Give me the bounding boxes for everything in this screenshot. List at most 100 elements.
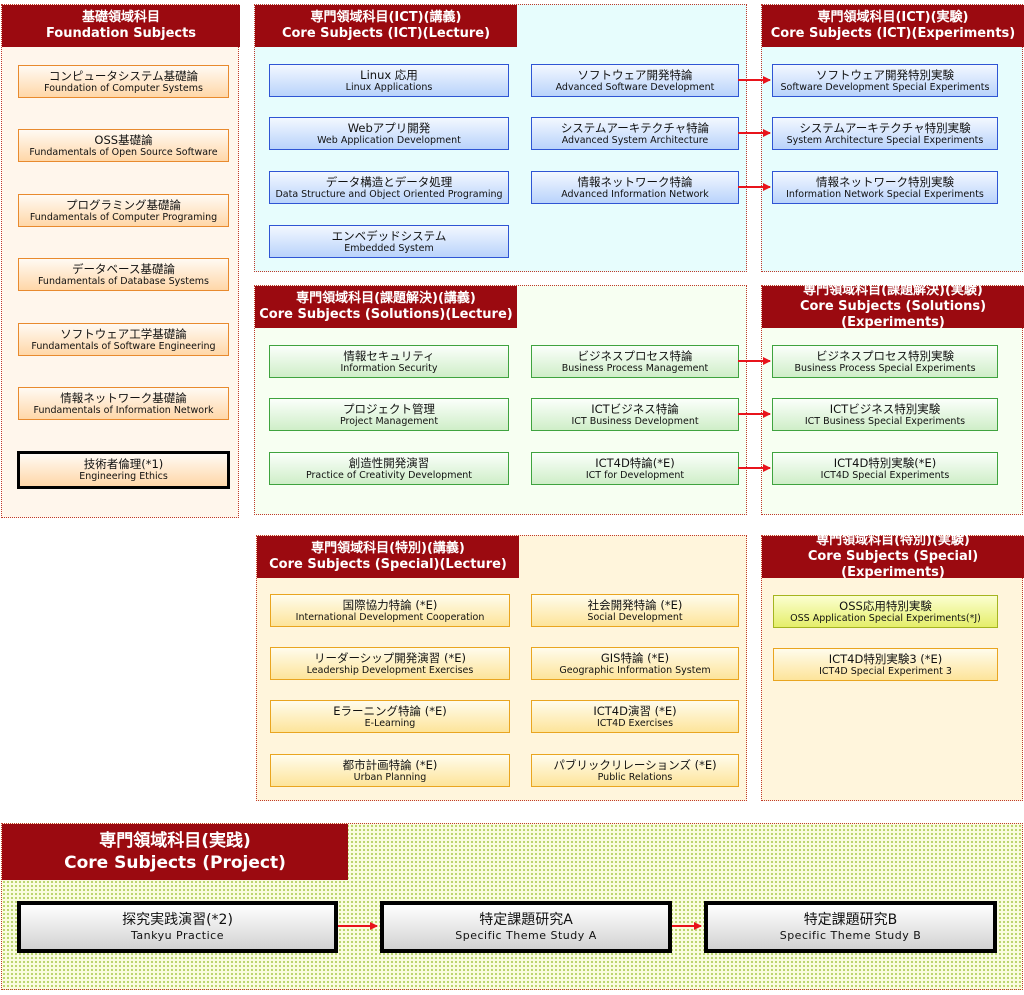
course-ja: リーダーシップ開発演習 (*E) [314, 650, 466, 665]
course-en: System Architecture Special Experiments [786, 134, 984, 146]
course-en: Business Process Management [561, 362, 709, 374]
course-ja: 情報セキュリティ [343, 348, 435, 363]
header-en: Core Subjects (Solutions)(Experiments) [799, 299, 987, 330]
course-ja: 特定課題研究A [479, 912, 573, 928]
spe-lecture-header: 専門領域科目(特別)(講義) Core Subjects (Special)(L… [257, 536, 519, 578]
sol-exp-header: 専門領域科目(課題解決)(実験) Core Subjects (Solution… [762, 283, 1024, 330]
course-ja: データベース基礎論 [72, 261, 175, 276]
course-ja: ソフトウェア開発特別実験 [816, 67, 954, 82]
course-tankyu: 探究実践演習(*2) Tankyu Practice [17, 901, 338, 953]
course-en: Information Security [340, 362, 438, 374]
course-architecture-exp: システムアーキテクチャ特別実験 System Architecture Spec… [772, 117, 998, 150]
course-ja: システムアーキテクチャ特論 [560, 120, 710, 135]
course-en: Geographic Information System [559, 664, 711, 676]
header-en: Core Subjects (Special)(Lecture) [269, 557, 507, 572]
course-en: Urban Planning [353, 771, 427, 783]
course-data-structure: データ構造とデータ処理 Data Structure and Object Or… [269, 171, 509, 204]
course-network-exp: 情報ネットワーク特別実験 Information Network Special… [772, 171, 998, 204]
course-en: Specific Theme Study A [455, 929, 597, 942]
course-en: Fundamentals of Open Source Software [29, 146, 218, 158]
course-adv-software: ソフトウェア開発特論 Advanced Software Development [531, 64, 739, 97]
header-en: Core Subjects (Project) [64, 853, 286, 873]
course-social-development: 社会開発特論 (*E) Social Development [531, 594, 739, 627]
course-ja: ICTビジネス特別実験 [829, 401, 941, 416]
header-ja: 専門領域科目(ICT)(実験) [817, 10, 969, 25]
header-ja: 専門領域科目(課題解決)(講義) [296, 291, 476, 306]
course-ja: 創造性開発演習 [348, 455, 430, 470]
course-creativity: 創造性開発演習 Practice of Creativity Developme… [269, 452, 509, 485]
header-en: Core Subjects (Special)(Experiments) [807, 549, 979, 580]
course-ja: 社会開発特論 (*E) [587, 597, 683, 612]
course-software-exp: ソフトウェア開発特別実験 Software Development Specia… [772, 64, 998, 97]
sol-exp-panel: 専門領域科目(課題解決)(実験) Core Subjects (Solution… [761, 283, 1024, 515]
course-ja: 技術者倫理(*1) [83, 457, 164, 471]
course-ja: システムアーキテクチャ特別実験 [799, 120, 971, 135]
course-ja: 探究実践演習(*2) [122, 912, 233, 928]
course-ja: ビジネスプロセス特論 [577, 348, 693, 363]
course-ja: Linux 応用 [360, 67, 418, 82]
ict-lecture-header: 専門領域科目(ICT)(講義) Core Subjects (ICT)(Lect… [255, 5, 517, 47]
course-en: ICT4D Exercises [596, 717, 674, 729]
course-ja: 情報ネットワーク基礎論 [60, 390, 187, 405]
header-ja: 専門領域科目(ICT)(講義) [310, 10, 462, 25]
course-ict4d-exp: ICT4D特別実験(*E) ICT4D Special Experiments [772, 452, 998, 485]
ict-exp-panel: 専門領域科目(ICT)(実験) Core Subjects (ICT)(Expe… [761, 4, 1024, 272]
header-ja: 専門領域科目(特別)(講義) [311, 541, 465, 556]
course-ja: ソフトウェア開発特論 [577, 67, 693, 82]
course-theme-b: 特定課題研究B Specific Theme Study B [704, 901, 997, 953]
course-en: E-Learning [364, 717, 416, 729]
header-en: Foundation Subjects [45, 26, 197, 41]
course-en: Advanced Information Network [561, 188, 709, 200]
course-linux: Linux 応用 Linux Applications [269, 64, 509, 97]
course-en: Foundation of Computer Systems [44, 82, 203, 94]
course-ja: ICT4D演習 (*E) [593, 703, 677, 718]
course-ict-business-exp: ICTビジネス特別実験 ICT Business Special Experim… [772, 398, 998, 431]
course-en: Tankyu Practice [130, 929, 224, 942]
course-en: Practice of Creativity Development [305, 469, 473, 481]
course-en: ICT4D Special Experiment 3 [819, 665, 952, 677]
header-ja: 専門領域科目(実践) [99, 831, 251, 851]
course-e-learning: Eラーニング特論 (*E) E-Learning [270, 700, 510, 733]
course-ja: 特定課題研究B [803, 912, 898, 928]
course-ja: 都市計画特論 (*E) [342, 757, 438, 772]
header-en: Core Subjects (ICT)(Experiments) [770, 26, 1016, 41]
course-en: Business Process Special Experiments [794, 362, 976, 374]
header-ja: 専門領域科目(特別)(実験) [816, 533, 970, 548]
course-software-engineering: ソフトウェア工学基礎論 Fundamentals of Software Eng… [18, 323, 229, 356]
course-web-app: Webアプリ開発 Web Application Development [269, 117, 509, 150]
project-header: 専門領域科目(実践) Core Subjects (Project) [2, 824, 348, 880]
course-ja: ICT4D特別実験(*E) [833, 455, 937, 470]
course-ict-business: ICTビジネス特論 ICT Business Development [531, 398, 739, 431]
course-computer-systems: コンピュータシステム基礎論 Foundation of Computer Sys… [18, 65, 229, 98]
course-ja: 情報ネットワーク特別実験 [816, 174, 954, 189]
course-gis: GIS特論 (*E) Geographic Information System [531, 647, 739, 680]
header-ja: 専門領域科目(課題解決)(実験) [803, 283, 983, 298]
course-ja: 情報ネットワーク特論 [577, 174, 693, 189]
spe-lecture-panel: 専門領域科目(特別)(講義) Core Subjects (Special)(L… [256, 535, 747, 801]
course-en: Advanced System Architecture [561, 134, 709, 146]
spe-exp-header: 専門領域科目(特別)(実験) Core Subjects (Special)(E… [762, 533, 1024, 580]
sol-lecture-header: 専門領域科目(課題解決)(講義) Core Subjects (Solution… [255, 286, 517, 328]
course-en: OSS Application Special Experiments(*J) [790, 612, 981, 624]
course-ja: プロジェクト管理 [343, 401, 435, 416]
course-ja: パブリックリレーションズ (*E) [553, 757, 717, 772]
course-en: Project Management [339, 415, 439, 427]
foundation-panel: 基礎領域科目 Foundation Subjects コンピュータシステム基礎論… [1, 4, 240, 518]
course-business-process: ビジネスプロセス特論 Business Process Management [531, 345, 739, 378]
course-project-mgmt: プロジェクト管理 Project Management [269, 398, 509, 431]
course-en: Leadership Development Exercises [306, 664, 474, 676]
header-en: Core Subjects (Solutions)(Lecture) [259, 307, 513, 322]
course-ja: コンピュータシステム基礎論 [48, 68, 199, 83]
course-ict4d: ICT4D特論(*E) ICT for Development [531, 452, 739, 485]
header-en: Core Subjects (ICT)(Lecture) [281, 26, 491, 41]
course-ja: OSS応用特別実験 [839, 598, 932, 613]
course-ja: ビジネスプロセス特別実験 [816, 348, 954, 363]
course-ja: ソフトウェア工学基礎論 [60, 326, 187, 341]
project-panel: 専門領域科目(実践) Core Subjects (Project) 探究実践演… [1, 823, 1023, 990]
course-en: Engineering Ethics [79, 471, 168, 482]
course-en: Fundamentals of Information Network [33, 404, 214, 416]
sol-lecture-panel: 専門領域科目(課題解決)(講義) Core Subjects (Solution… [254, 285, 747, 515]
course-en: Fundamentals of Database Systems [37, 275, 209, 287]
course-ja: データ構造とデータ処理 [325, 174, 453, 189]
course-ja: ICT4D特論(*E) [595, 455, 675, 470]
